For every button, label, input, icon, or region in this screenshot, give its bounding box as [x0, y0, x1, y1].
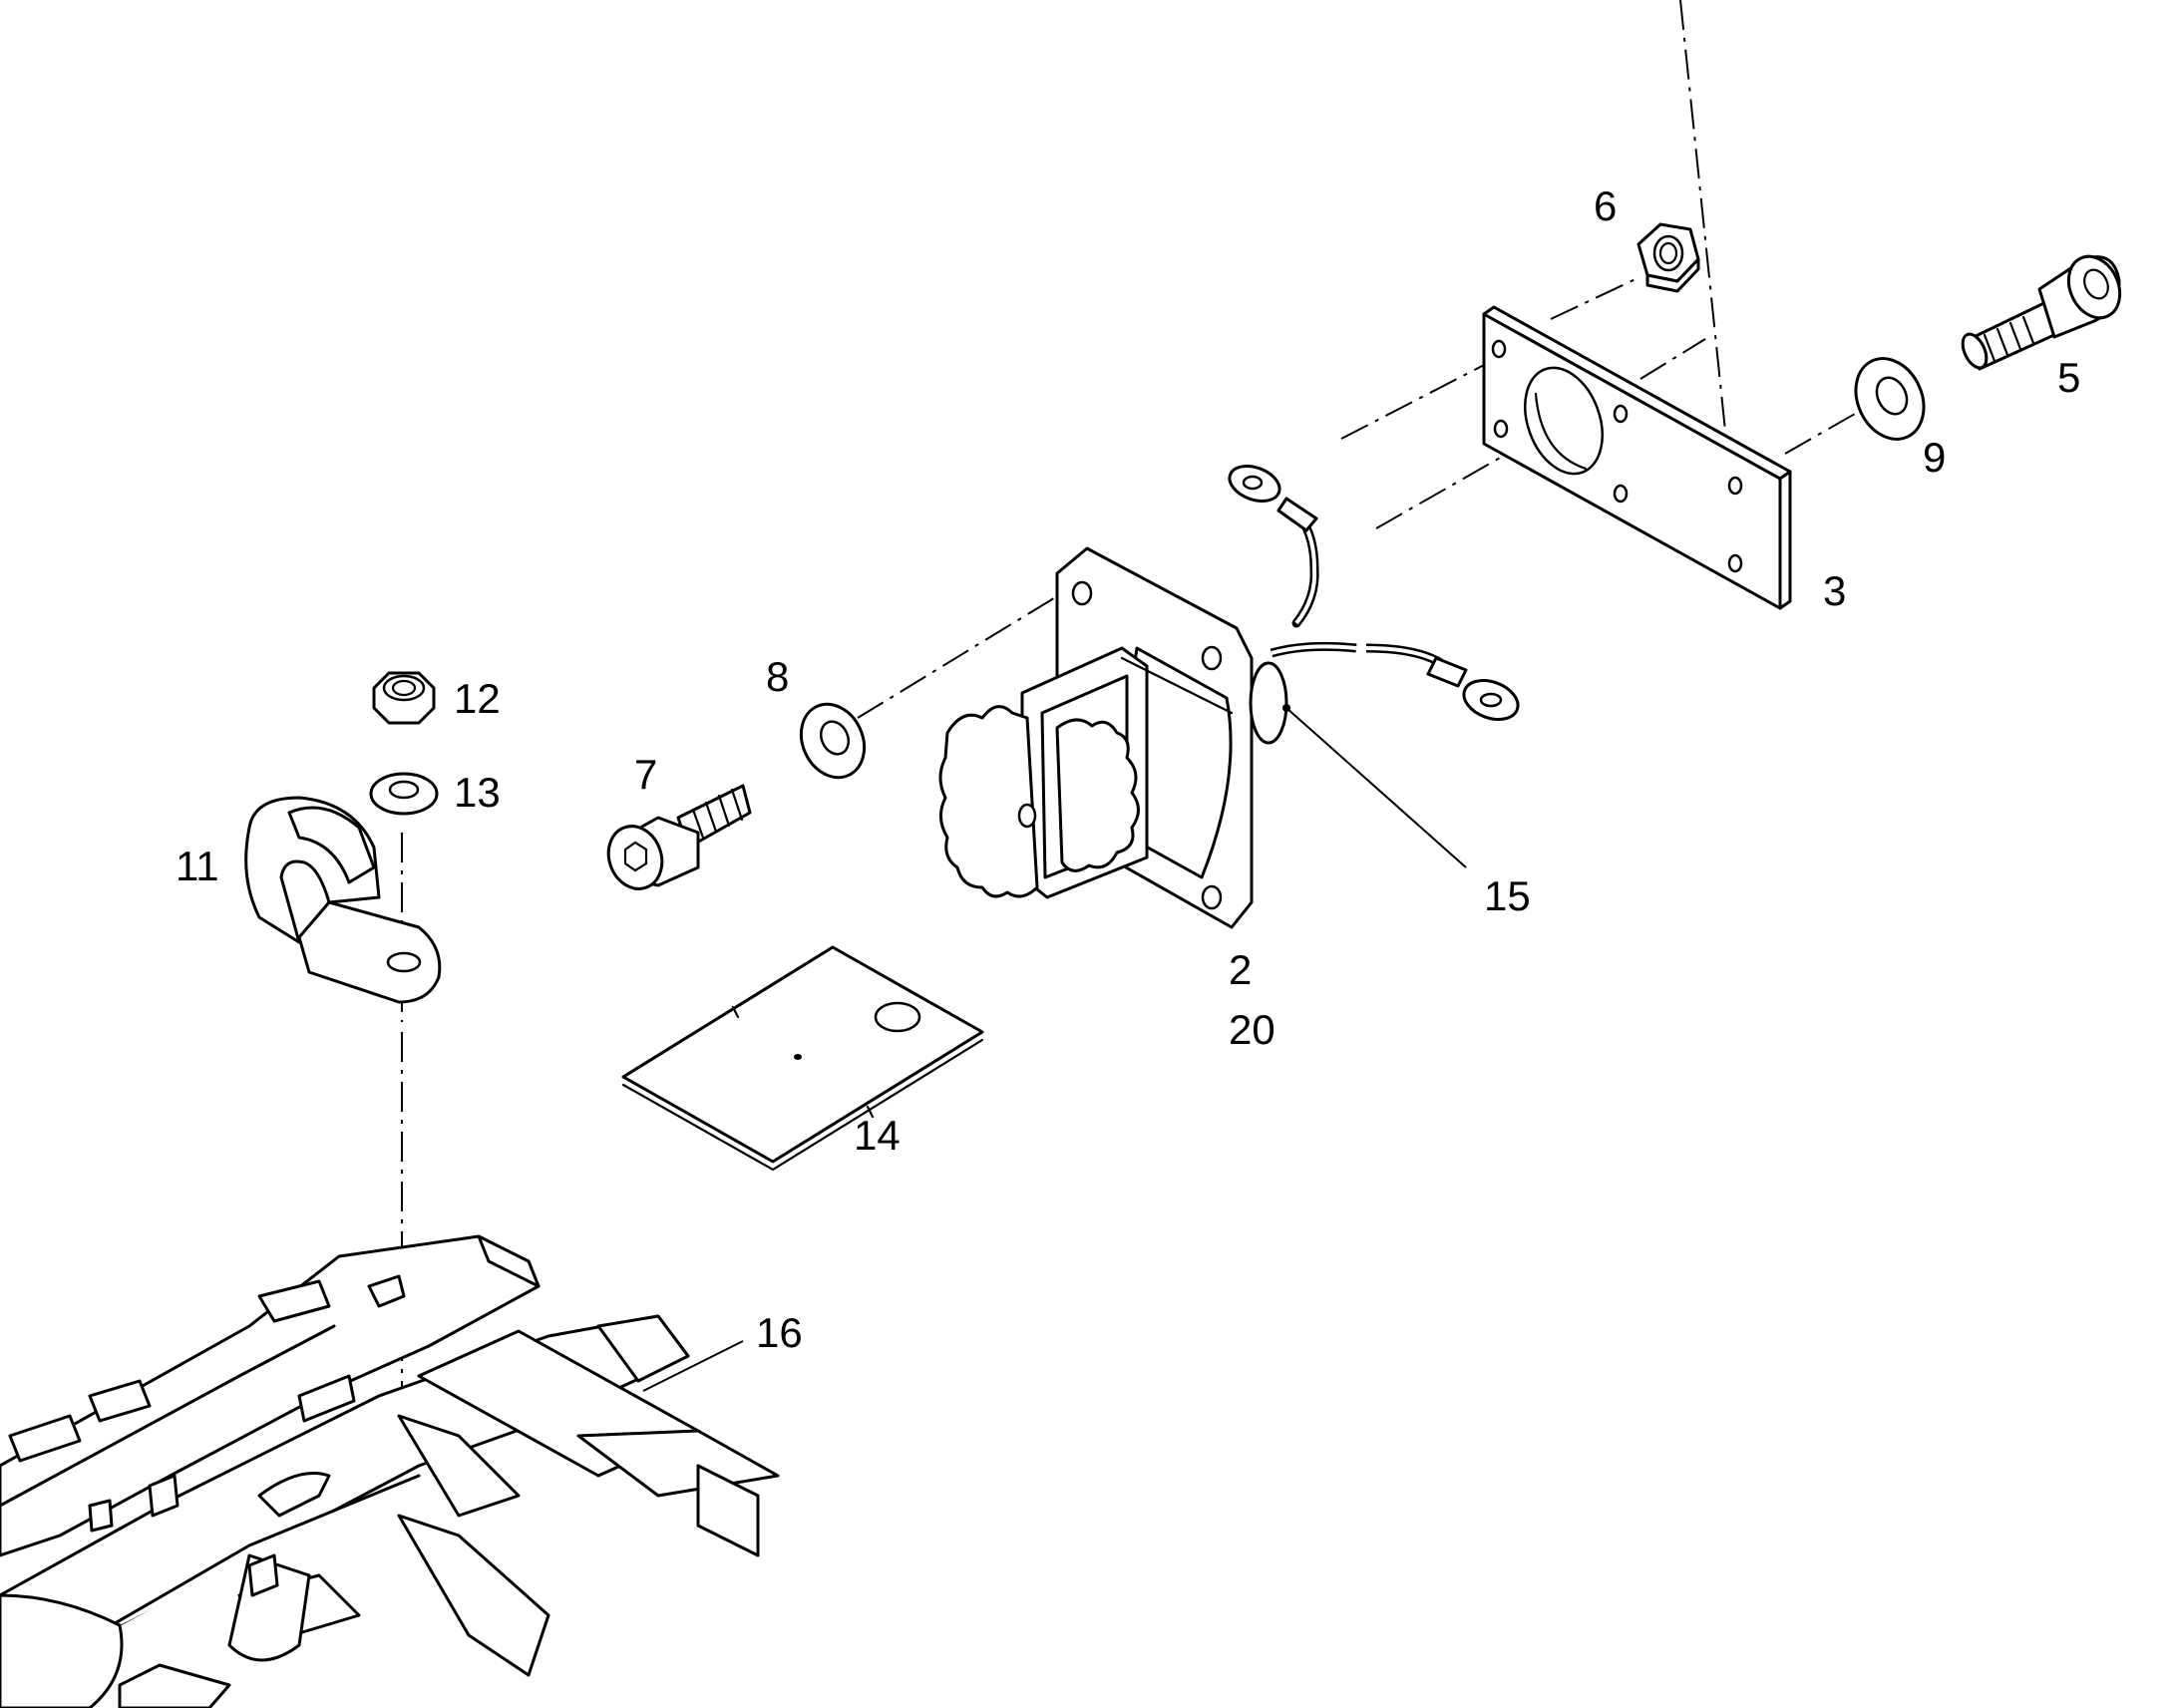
mounting-plate [1482, 305, 1792, 610]
callout-2: 2 [1229, 946, 1253, 993]
callout-12: 12 [454, 675, 501, 722]
callout-9: 9 [1923, 434, 1947, 481]
callout-14: 14 [854, 1112, 901, 1159]
leader-lines [642, 704, 1467, 1392]
washer-right [1854, 357, 1926, 441]
callout-16: 16 [756, 1309, 803, 1356]
cap-screw-right [1961, 254, 2122, 371]
callout-7: 7 [634, 751, 658, 798]
gasket-plate [621, 945, 984, 1172]
cap-screw-left [606, 784, 752, 890]
switch-cables [1228, 465, 1520, 721]
callout-11: 11 [176, 843, 219, 889]
callout-8: 8 [766, 653, 790, 700]
cable-clamp [244, 796, 442, 1004]
callout-15: 15 [1484, 872, 1531, 919]
callout-20: 20 [1229, 1006, 1275, 1053]
callout-3: 3 [1823, 567, 1847, 614]
washer-lower [369, 772, 439, 816]
callout-5: 5 [2057, 354, 2081, 401]
callout-13: 13 [454, 769, 501, 816]
battery-switch [938, 546, 1288, 929]
callout-6: 6 [1594, 182, 1618, 229]
hex-nut-upper [1636, 222, 1700, 293]
washer-left [799, 702, 867, 780]
chassis-frame [0, 1234, 780, 1708]
hex-nut-lower [372, 671, 436, 725]
